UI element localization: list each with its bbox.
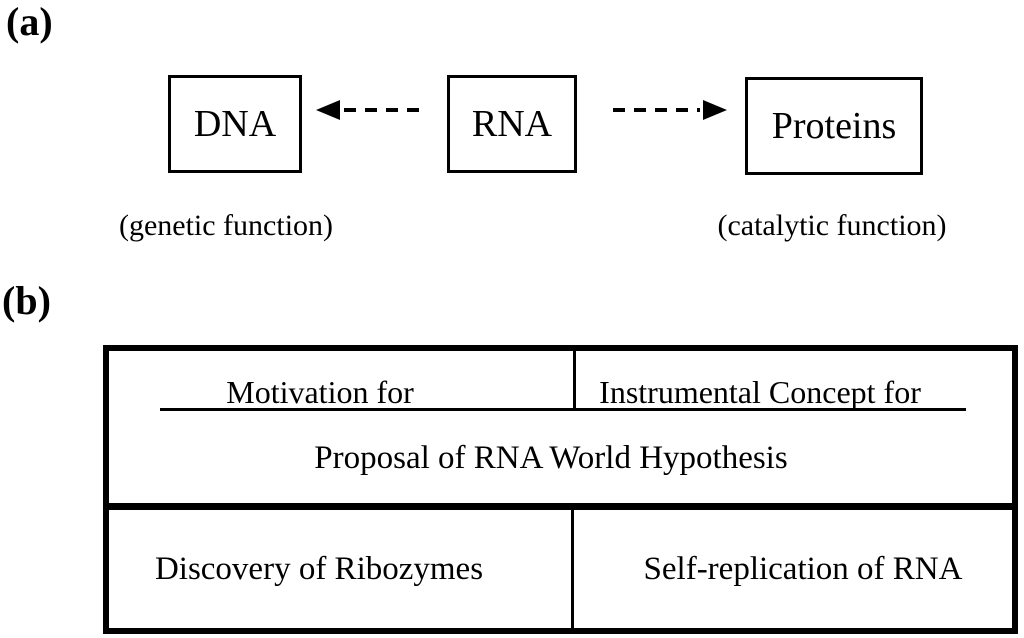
catalytic-function-caption: (catalytic function) [717,209,947,242]
header-column-divider [573,351,576,408]
header-right-heading: Instrumental Concept for [599,374,921,410]
body-column-divider [571,510,574,628]
rna-box-label: RNA [471,103,553,145]
dashed-arrow-to-proteins-icon [613,100,727,120]
dna-box-label: DNA [193,103,277,145]
body-cell-discovery-of-ribozymes: Discovery of Ribozymes [154,550,484,587]
proteins-box-label: Proteins [771,105,897,147]
rna-box: RNA [447,75,577,173]
header-left-heading: Motivation for [226,374,414,410]
header-spanning-text: Proposal of RNA World Hypothesis [314,440,788,476]
body-cell-self-replication-of-rna: Self-replication of RNA [643,550,963,587]
header-underline [160,408,966,411]
panel-a-label: (a) [6,0,53,44]
dashed-arrow-to-dna-icon [316,100,428,120]
dna-box: DNA [168,75,302,173]
genetic-function-caption: (genetic function) [118,209,334,242]
panel-b-label: (b) [2,278,51,323]
proteins-box: Proteins [745,77,923,175]
rna-world-concept-table: Motivation for Instrumental Concept for … [103,345,1018,634]
table-row-divider [109,503,1012,510]
